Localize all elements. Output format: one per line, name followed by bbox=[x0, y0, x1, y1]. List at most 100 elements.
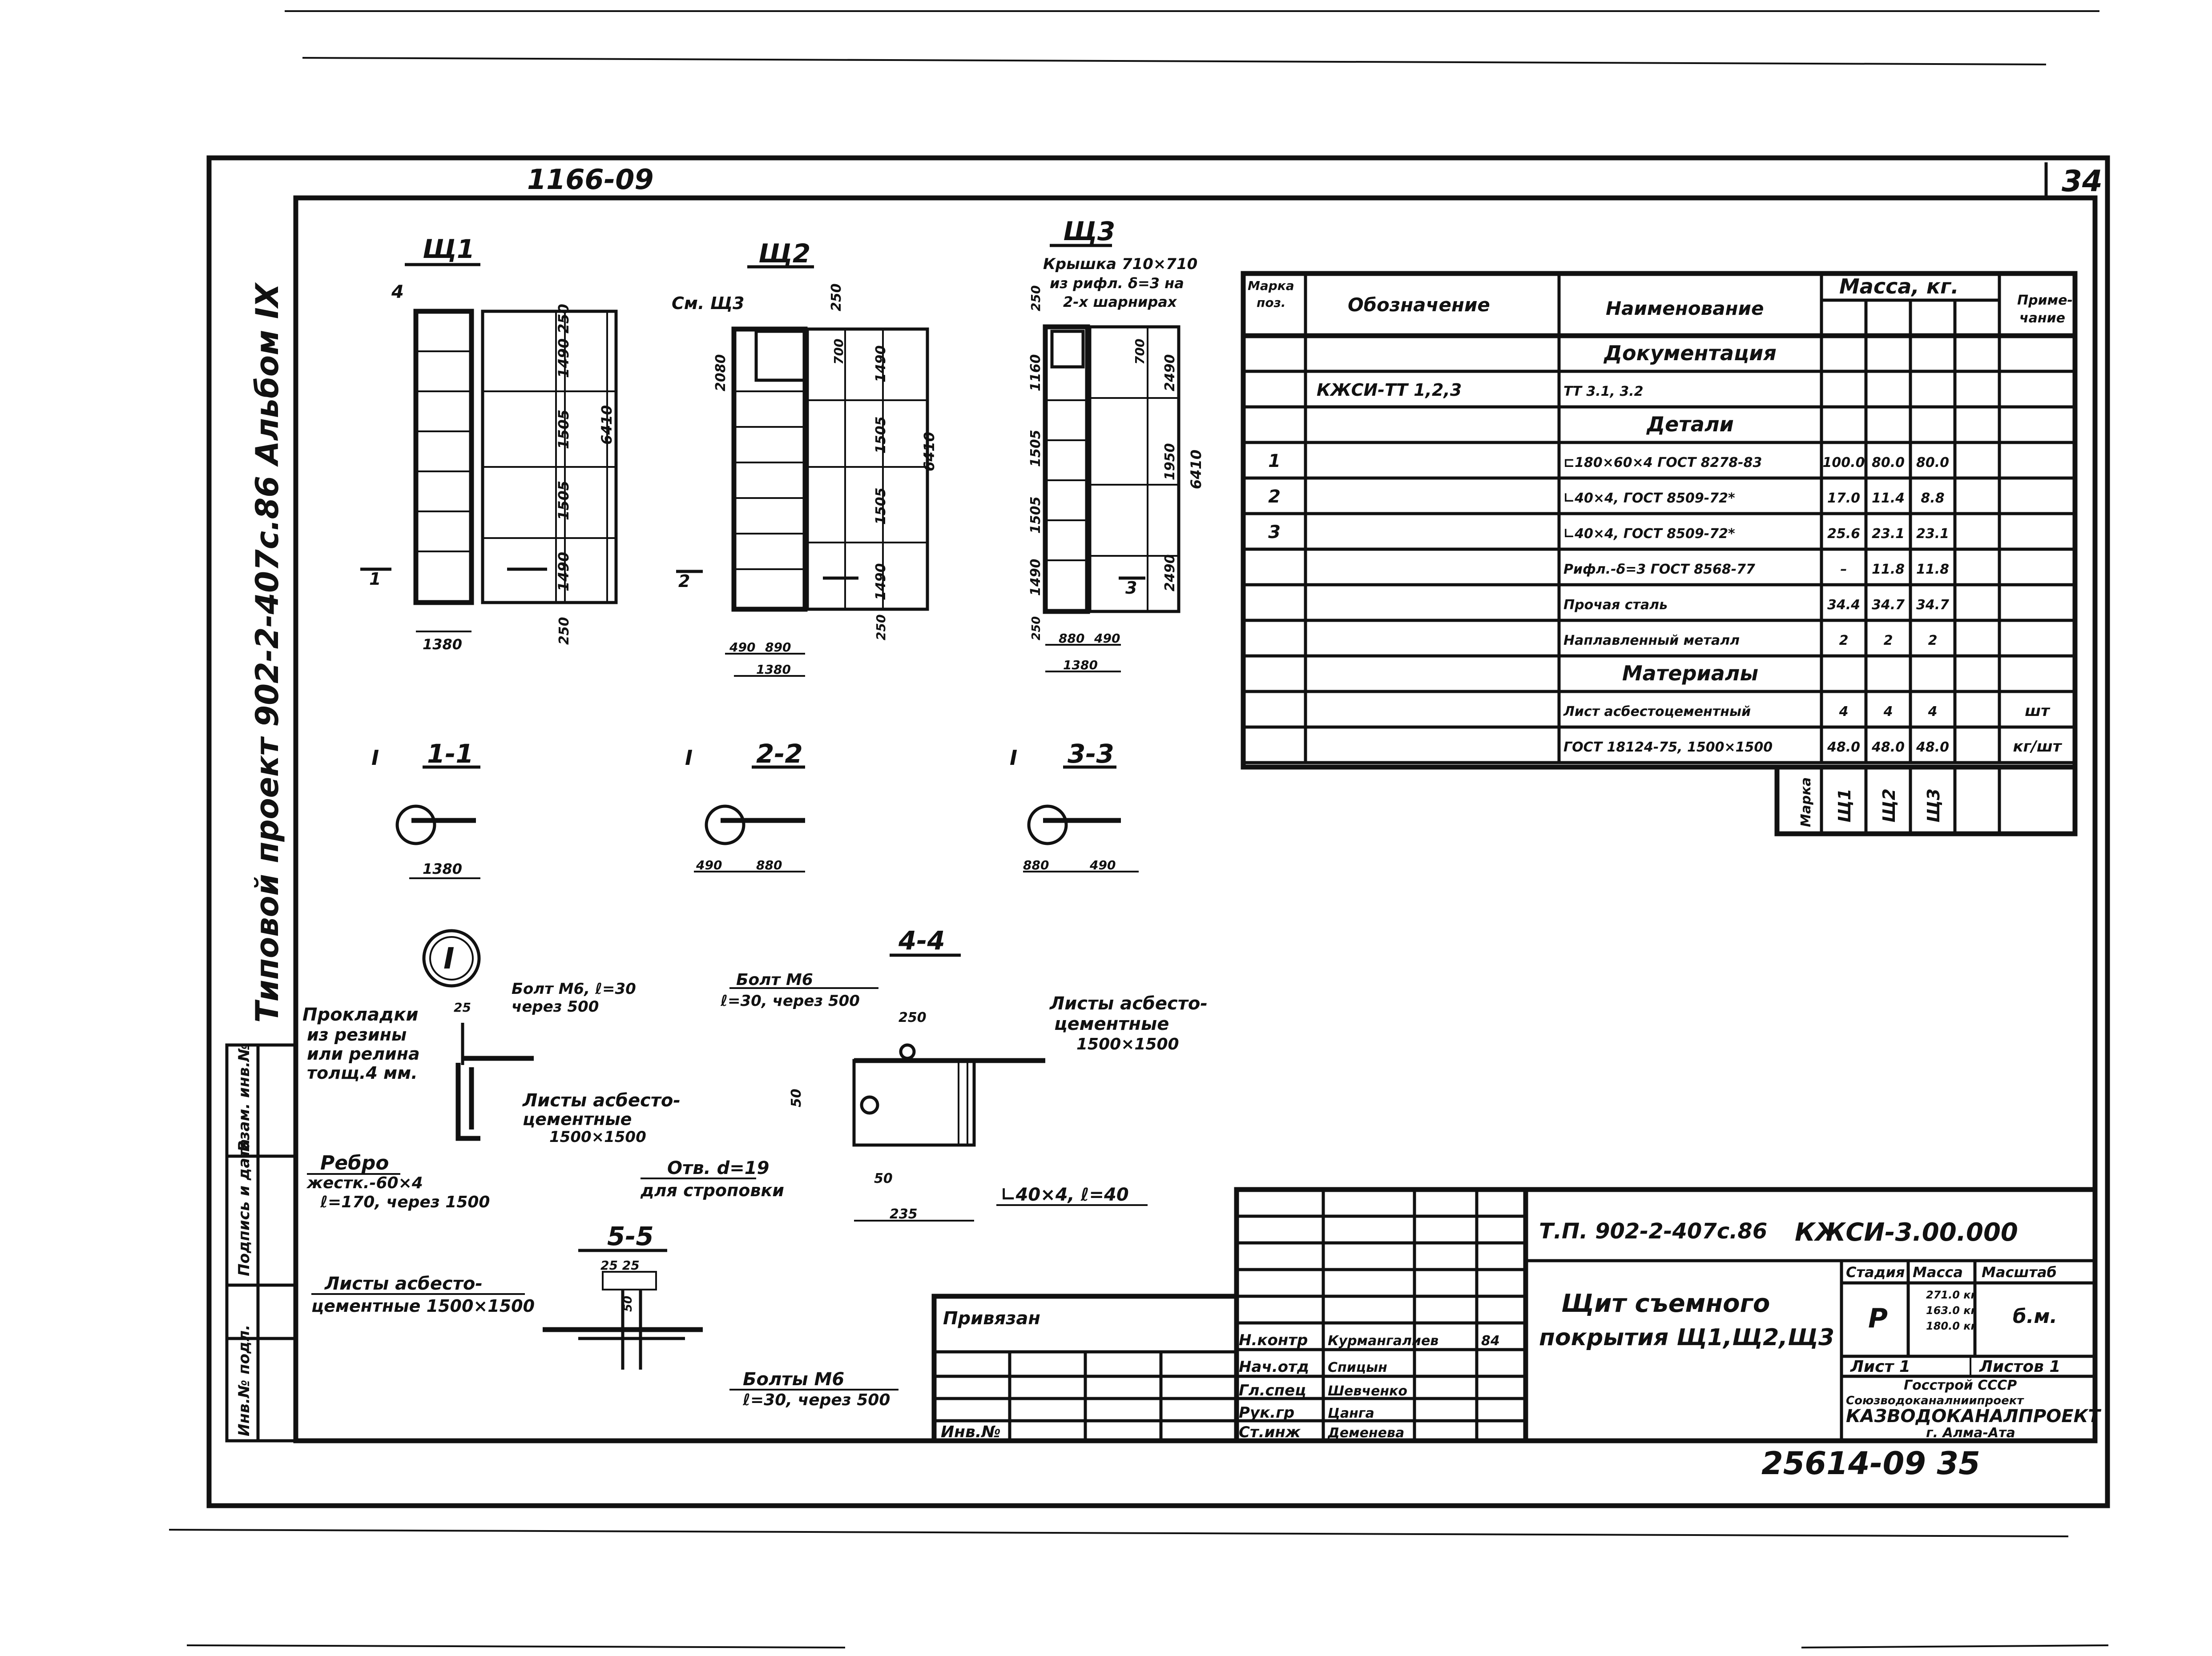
view-sh2-note: См. Щ3 bbox=[672, 293, 744, 313]
detail-4-4-label-5: Отв. d=19 bbox=[667, 1158, 769, 1178]
detail-I-label-9: Ребро bbox=[320, 1152, 389, 1174]
spec-row-mass: 48.0 bbox=[1871, 740, 1905, 755]
title-block-scale-value: б.м. bbox=[2013, 1305, 2057, 1328]
view-sh3-dim-1: 1160 bbox=[1028, 354, 1044, 392]
spec-row-name: ТТ 3.1, 3.2 bbox=[1563, 384, 1644, 399]
section-2-2-dim-0: 490 bbox=[696, 858, 722, 872]
spec-footer-label: Марка bbox=[1798, 777, 1814, 827]
spec-table-grid bbox=[1243, 273, 2075, 764]
detail-I-label-5: толщ.4 мм. bbox=[307, 1063, 418, 1083]
section-1-1-dim: 1380 bbox=[423, 860, 462, 877]
view-sh3-dim-3: 1505 bbox=[1028, 430, 1044, 467]
spec-row-mass: 4 bbox=[1839, 704, 1849, 719]
detail-I-label-7: цементные bbox=[523, 1109, 632, 1129]
person-role: Н.контр bbox=[1239, 1331, 1308, 1349]
view-sh3: Щ3 Крышка 710×710 из рифл. δ=3 на 2-х ша… bbox=[1028, 216, 1205, 672]
title-block-mass-1: 163.0 кг bbox=[1926, 1304, 1977, 1317]
person-name: Цанга bbox=[1328, 1406, 1374, 1421]
view-sh3-dim-13: 1380 bbox=[1063, 658, 1098, 672]
drawing-title-line-2: покрытия Щ1,Щ2,Щ3 bbox=[1539, 1324, 1834, 1351]
spec-row-name: Лист асбестоцементный bbox=[1563, 704, 1751, 719]
view-sh3-dim-4: 1505 bbox=[1028, 497, 1044, 534]
view-sh1-dim-5: 250 bbox=[556, 617, 572, 645]
title-block-sheet: Лист 1 bbox=[1850, 1358, 1910, 1376]
spec-header-designation: Обозначение bbox=[1348, 294, 1490, 316]
detail-I-label-0: Болт М6, ℓ=30 bbox=[512, 980, 636, 998]
section-2-2-title: 2-2 bbox=[756, 739, 803, 769]
spec-row-mass: 4 bbox=[1883, 704, 1893, 719]
detail-4-4-label-0: Болт М6 bbox=[736, 971, 813, 989]
spec-header-name: Наименование bbox=[1606, 297, 1764, 319]
detail-I-label-6: Листы асбесто- bbox=[522, 1090, 681, 1111]
title-block-doc-code: КЖСИ-3.00.000 bbox=[1795, 1218, 2018, 1247]
view-sh2-dim-8: 250 bbox=[874, 615, 888, 640]
detail-4-4-label-10: 50 bbox=[874, 1171, 893, 1186]
title-block-stage-value: Р bbox=[1868, 1303, 1888, 1334]
view-sh3-dim-5: 1490 bbox=[1028, 559, 1044, 596]
detail-I: I Болт М6, ℓ=30 через 500 25 Прокладки и… bbox=[302, 929, 681, 1211]
detail-4-4-label-8: 250 bbox=[898, 1010, 927, 1025]
view-sh2-dim-2: 700 bbox=[831, 339, 846, 365]
spec-row-mass: 48.0 bbox=[1916, 740, 1949, 755]
view-sh1-title: Щ1 bbox=[423, 234, 475, 264]
spec-row-heading: Материалы bbox=[1622, 661, 1758, 685]
side-stamp: Инв.№ подл. Подпись и дата Взам. инв.№ bbox=[225, 1043, 298, 1443]
spec-row-note: шт bbox=[2025, 702, 2051, 720]
detail-I-label-1: через 500 bbox=[512, 998, 599, 1016]
view-sh1-dim-3: 1505 bbox=[555, 481, 572, 520]
spec-header-mark-0: Марка bbox=[1248, 278, 1294, 293]
spec-footer-col-2: Щ3 bbox=[1924, 788, 1943, 823]
spec-row-mass: 48.0 bbox=[1827, 740, 1860, 755]
view-sh3-dim-10: 250 bbox=[1030, 616, 1043, 640]
spec-row-designation: КЖСИ-ТТ 1,2,3 bbox=[1317, 380, 1462, 400]
view-sh1-section: 1 bbox=[369, 569, 381, 589]
title-block-project-code: Т.П. 902-2-407с.86 bbox=[1539, 1219, 1767, 1244]
spec-footer-col-1: Щ2 bbox=[1879, 788, 1899, 823]
spec-row-mass: 2 bbox=[1928, 633, 1938, 648]
spec-row-mass: 11.8 bbox=[1872, 562, 1905, 577]
detail-4-4: 4-4 Болт М6 ℓ=30, через 500 Листы асбест… bbox=[640, 925, 1208, 1222]
view-sh3-section: 3 bbox=[1125, 578, 1137, 598]
spec-row-name: Наплавленный металл bbox=[1563, 633, 1740, 648]
drawing-title-line-1: Щит съемного bbox=[1561, 1289, 1770, 1318]
section-3-3-ref: I bbox=[1010, 746, 1017, 770]
section-3-3-title: 3-3 bbox=[1068, 739, 1114, 769]
spec-row-mass: 25.6 bbox=[1827, 526, 1860, 542]
spec-row-name: Рифл.-δ=3 ГОСТ 8568-77 bbox=[1563, 562, 1755, 577]
view-sh3-dim-11: 880 bbox=[1059, 631, 1084, 646]
spec-row-mass: 34.7 bbox=[1872, 597, 1905, 613]
view-sh3-dim-2: 700 bbox=[1132, 339, 1147, 365]
detail-I-label-10: жестк.-60×4 bbox=[306, 1174, 423, 1192]
spec-row-pos: 1 bbox=[1268, 451, 1281, 471]
sheet-number: 34 bbox=[2062, 164, 2103, 198]
spec-row-mass: 80.0 bbox=[1872, 455, 1905, 470]
spec-row-name: ∟40×4, ГОСТ 8509-72* bbox=[1563, 490, 1735, 506]
spec-row-mass: 100.0 bbox=[1823, 455, 1865, 470]
spec-row-mass: 2 bbox=[1884, 633, 1893, 648]
view-sh3-dim-9: 6410 bbox=[1188, 450, 1205, 489]
person-role: Гл.спец bbox=[1239, 1382, 1306, 1399]
view-sh1: Щ1 4 1 250 1490 1505 1505 1490 250 6410 … bbox=[360, 234, 618, 653]
detail-5-5-label-2: 25 25 bbox=[600, 1258, 640, 1273]
section-3-3-dim-0: 880 bbox=[1023, 858, 1049, 872]
spec-row-mass: 8.8 bbox=[1921, 490, 1944, 506]
spec-row-mass: 23.1 bbox=[1872, 526, 1905, 542]
person-name: Деменева bbox=[1327, 1425, 1404, 1441]
title-block-mass-label: Масса bbox=[1913, 1264, 1963, 1281]
view-sh3-dim-8: 2490 bbox=[1162, 555, 1178, 592]
top-code: 1166-09 bbox=[527, 163, 654, 196]
view-sh2-dim-6: 1490 bbox=[873, 563, 889, 601]
detail-I-label-3: из резины bbox=[307, 1025, 407, 1045]
detail-5-5-title: 5-5 bbox=[607, 1221, 654, 1251]
spec-footer-col-0: Щ1 bbox=[1835, 788, 1854, 823]
view-sh2-dim-0: 250 bbox=[829, 283, 844, 311]
view-sh2-title: Щ2 bbox=[758, 238, 810, 269]
spec-row-pos: 2 bbox=[1268, 486, 1281, 507]
view-sh3-dim-7: 1950 bbox=[1162, 443, 1178, 481]
detail-I-label-8: 1500×1500 bbox=[549, 1128, 646, 1146]
view-sh1-cut: 4 bbox=[391, 282, 404, 302]
bottom-code: 25614-09 35 bbox=[1761, 1445, 1980, 1482]
spec-row-mass: 34.4 bbox=[1827, 597, 1860, 613]
